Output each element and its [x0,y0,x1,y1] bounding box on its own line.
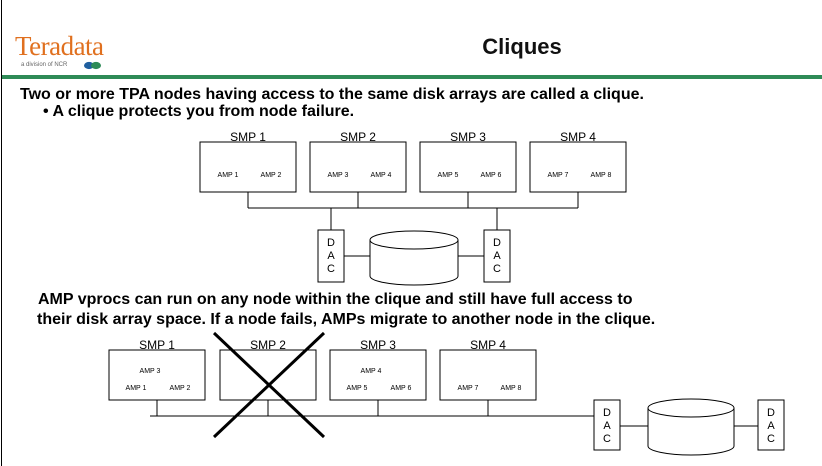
top-dac-right-letter: D [493,237,501,249]
top-dac-left-letter: C [327,263,335,275]
top-dac-left-letter: A [327,250,335,262]
bottom-node-label-4: SMP 4 [470,338,506,352]
bullet-text: • A clique protects you from node failur… [43,103,355,120]
paragraph-line-2: their disk array space. If a node fails,… [37,311,656,328]
top-amp-label: AMP 2 [261,172,282,179]
top-dac-right-letter: A [493,250,501,262]
top-disk-array-icon [369,230,459,286]
top-node-box-2 [309,141,407,193]
bottom-dac-left-letter: A [603,420,611,432]
bottom-node-box-3 [329,349,427,401]
bottom-clique-diagram [108,331,785,456]
bottom-dac-left-letter: D [603,407,611,419]
bottom-disk-array-icon [647,398,735,456]
bottom-node-label-2: SMP 2 [250,338,286,352]
migrated-amp-label: AMP 3 [140,368,161,375]
bottom-amp-label: AMP 6 [391,385,412,392]
slide-border [1,0,2,466]
bottom-amp-label: AMP 8 [501,385,522,392]
bottom-node-box-2-failed [219,349,317,401]
migrated-amp-label: AMP 4 [361,368,382,375]
paragraph-line-1: AMP vprocs can run on any node within th… [38,291,633,308]
top-dac-left-letter: D [327,237,335,249]
bottom-dac-right [757,399,785,451]
bottom-amp-label: AMP 7 [458,385,479,392]
top-node-box-4 [529,141,627,193]
bottom-dac-left-letter: C [603,433,611,445]
ncr-logo-icon [84,61,101,70]
top-node-label-2: SMP 2 [340,130,376,144]
bottom-amp-label: AMP 2 [170,385,191,392]
top-dac-right-letter: C [493,263,501,275]
node-failure-x-icon [212,331,326,439]
top-amp-label: AMP 8 [591,172,612,179]
logo-wordmark: Teradata [15,31,104,61]
bottom-dac-right-letter: A [767,420,775,432]
bottom-node-label-3: SMP 3 [360,338,396,352]
bottom-node-label-1: SMP 1 [139,338,175,352]
top-clique-diagram [199,141,627,286]
bottom-amp-label: AMP 5 [347,385,368,392]
bottom-amp-label: AMP 1 [126,385,147,392]
bottom-dac-right-letter: C [767,433,775,445]
top-amp-label: AMP 5 [438,172,459,179]
slide-header: Teradata a division of NCR Cliques [2,0,822,76]
top-node-label-1: SMP 1 [230,130,266,144]
bottom-dac-right-letter: D [767,407,775,419]
intro-text: Two or more TPA nodes having access to t… [20,86,644,103]
page-title: Cliques [482,34,562,59]
top-amp-label: AMP 4 [371,172,392,179]
bottom-node-box-1 [108,349,206,401]
bottom-dac-left [593,399,621,451]
top-amp-label: AMP 7 [548,172,569,179]
top-node-box-3 [419,141,517,193]
bottom-node-box-4 [439,349,537,401]
top-node-label-4: SMP 4 [560,130,596,144]
top-node-label-3: SMP 3 [450,130,486,144]
top-node-box-1 [199,141,297,193]
top-amp-label: AMP 3 [328,172,349,179]
top-amp-label: AMP 1 [218,172,239,179]
top-amp-label: AMP 6 [481,172,502,179]
header-divider [2,75,822,79]
logo-tagline: a division of NCR [21,62,68,68]
